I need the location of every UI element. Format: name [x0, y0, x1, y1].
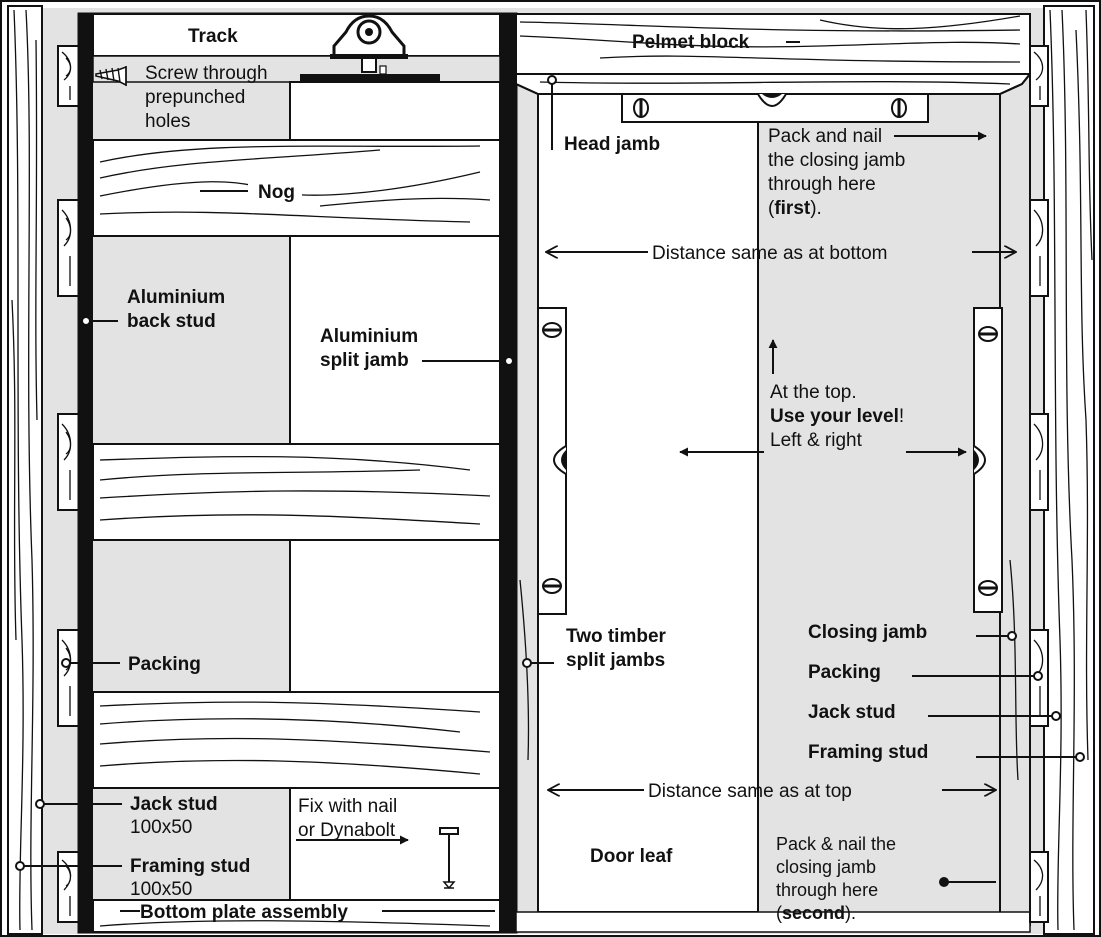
nog-lower [92, 691, 501, 789]
label-fix-line2: or Dynabolt [298, 820, 396, 841]
label-pack-second-4: (second). [776, 903, 856, 923]
label-pack-first-1: Pack and nail [768, 126, 882, 147]
label-aluminium-back-stud-1: Aluminium [127, 287, 225, 308]
left-framing-stud [7, 5, 43, 935]
level-horizontal [621, 93, 929, 123]
level-vertical-left [537, 307, 567, 615]
label-framing-stud-left: Framing stud [130, 856, 250, 877]
arrows [296, 131, 1016, 887]
label-screw-line1: Screw through [145, 63, 268, 84]
aluminium-split-jamb [500, 14, 516, 932]
label-two-timber-2: split jambs [566, 650, 665, 671]
label-jack-stud-right: Jack stud [808, 702, 896, 723]
label-bottom-plate: Bottom plate assembly [140, 902, 348, 923]
label-pack-second-3: through here [776, 880, 878, 900]
label-door-leaf: Door leaf [590, 846, 673, 867]
lower-stud-block [289, 539, 501, 693]
label-pack-first-2: the closing jamb [768, 150, 905, 171]
right-packing-blocks [1029, 45, 1049, 923]
label-framing-stud-right: Framing stud [808, 742, 928, 763]
label-framing-stud-size: 100x50 [130, 879, 192, 900]
label-aluminium-split-jamb-2: split jamb [320, 350, 409, 371]
label-pack-first-4: (first). [768, 198, 822, 219]
label-use-level: Use your level! [770, 406, 904, 427]
label-screw-line3: holes [145, 111, 190, 132]
upper-stud-block [289, 81, 501, 141]
dynabolt-icon [439, 827, 459, 890]
label-packing-right: Packing [808, 662, 881, 683]
label-nog: Nog [258, 182, 295, 203]
label-left-right: Left & right [770, 430, 863, 451]
label-fix-line1: Fix with nail [298, 796, 397, 817]
door-opening-floor [515, 911, 1031, 933]
track-box [92, 13, 501, 57]
bottom-stud-block [289, 787, 501, 901]
aluminium-back-stud [79, 14, 93, 932]
track-hanger [300, 14, 440, 82]
label-aluminium-back-stud-2: back stud [127, 311, 216, 332]
label-closing-jamb: Closing jamb [808, 622, 927, 643]
label-aluminium-split-jamb-1: Aluminium [320, 326, 418, 347]
label-jack-stud-left: Jack stud [130, 794, 218, 815]
label-jack-stud-size: 100x50 [130, 817, 192, 838]
screw [95, 65, 127, 87]
leader-lines [15, 41, 1085, 912]
label-pack-first-3: through here [768, 174, 876, 195]
pelmet-block [515, 13, 1031, 75]
label-screw-line2: prepunched [145, 87, 245, 108]
door-leaf [537, 93, 759, 913]
label-packing-left: Packing [128, 654, 201, 675]
label-head-jamb: Head jamb [564, 134, 660, 155]
label-at-top: At the top. [770, 382, 857, 403]
label-distance-top: Distance same as at top [648, 781, 852, 802]
nog-middle [92, 443, 501, 541]
label-track: Track [188, 26, 238, 47]
label-two-timber-1: Two timber [566, 626, 667, 647]
label-pelmet-block: Pelmet block [632, 32, 750, 53]
label-pack-second-1: Pack & nail the [776, 834, 896, 854]
label-distance-bottom: Distance same as at bottom [652, 243, 888, 264]
right-framing-stud [1043, 5, 1095, 935]
label-pack-second-2: closing jamb [776, 857, 876, 877]
bottom-plate [92, 899, 501, 933]
level-vertical-right [973, 307, 1003, 613]
